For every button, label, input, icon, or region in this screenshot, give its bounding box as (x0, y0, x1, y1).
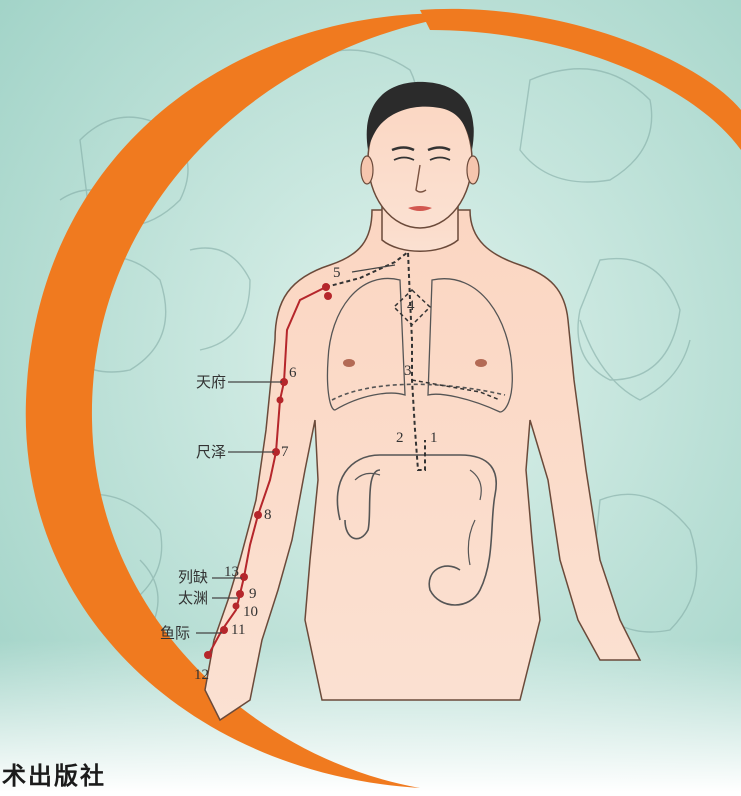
point-number-6: 6 (289, 366, 297, 381)
ear-right (467, 156, 479, 184)
dot-point-13 (240, 573, 248, 581)
publisher-text: 术出版社 (2, 756, 106, 791)
dot-point-5 (322, 283, 330, 291)
label-tianfu: 天府 (196, 375, 226, 390)
label-lieque: 列缺 (178, 570, 208, 585)
point-number-12: 12 (194, 668, 209, 683)
point-number-3: 3 (404, 364, 412, 379)
point-number-7: 7 (281, 445, 289, 460)
point-number-10: 10 (243, 605, 258, 620)
label-taiyuan: 太渊 (178, 591, 208, 606)
point-number-13: 13 (224, 565, 239, 580)
dot-point-12 (204, 651, 212, 659)
ear-left (361, 156, 373, 184)
nipple-right (475, 359, 487, 367)
point-number-5: 5 (333, 266, 341, 281)
dot-point-8 (254, 511, 262, 519)
label-chize: 尺泽 (196, 445, 226, 460)
point-number-9: 9 (249, 587, 257, 602)
point-number-1: 1 (430, 431, 438, 446)
nipple-left (343, 359, 355, 367)
point-number-2: 2 (396, 431, 404, 446)
point-number-4: 4 (407, 299, 415, 314)
dot-point-9 (236, 590, 244, 598)
dot-point-10 (233, 603, 240, 610)
point-number-11: 11 (231, 623, 245, 638)
label-yuji: 鱼际 (160, 626, 190, 641)
dot-point-5b (324, 292, 332, 300)
dot-point-6b (277, 397, 284, 404)
point-number-8: 8 (264, 508, 272, 523)
